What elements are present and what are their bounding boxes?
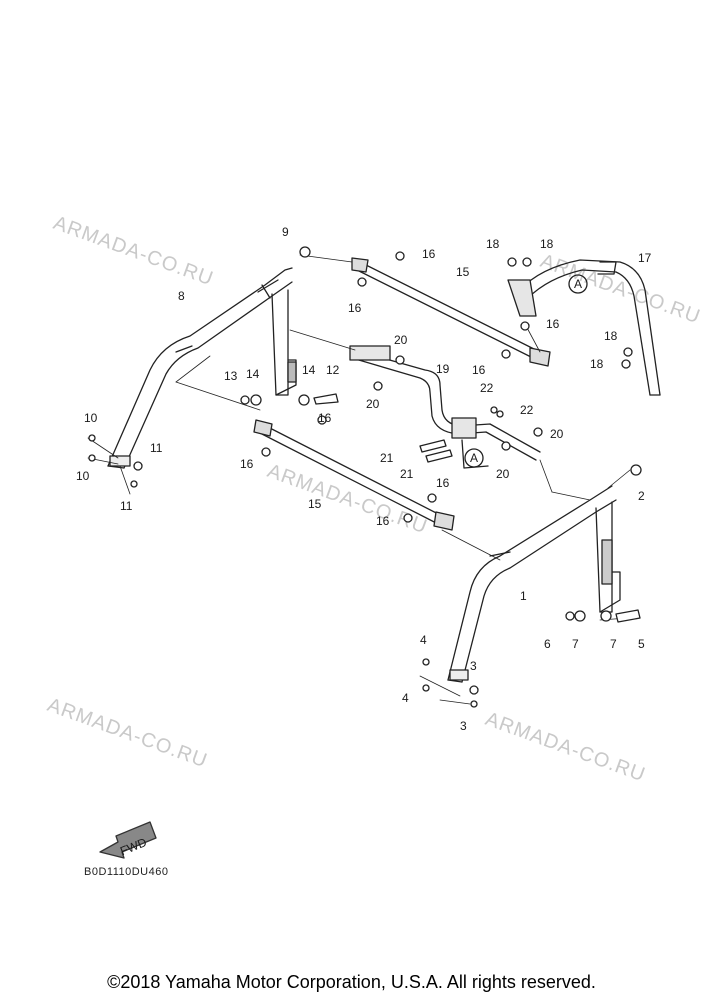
part-label: 18	[486, 237, 500, 251]
fwd-arrow-icon	[99, 821, 157, 859]
copyright-notice: ©2018 Yamaha Motor Corporation, U.S.A. A…	[107, 972, 596, 992]
part-label: 13	[224, 369, 238, 383]
callout-a: A	[574, 277, 582, 291]
part-label: 4	[402, 691, 409, 705]
callout-a: A	[470, 451, 478, 465]
part-label: 12	[326, 363, 340, 377]
drawing-code: B0D1110DU460	[84, 866, 169, 878]
part-label: 7	[610, 637, 617, 651]
part-label: 17	[638, 251, 652, 265]
part-label: 20	[496, 467, 510, 481]
part-label: 16	[436, 476, 450, 490]
part-label: 9	[282, 225, 289, 239]
upper-rear-cross-tube	[351, 257, 551, 367]
part-label: 14	[246, 367, 260, 381]
part-label: 22	[520, 403, 534, 417]
part-label: 16	[318, 411, 332, 425]
part-label: 3	[470, 659, 477, 673]
part-label: 10	[76, 469, 90, 483]
front-right-frame-part	[447, 485, 621, 683]
part-label: 18	[604, 329, 618, 343]
rear-left-frame-part	[107, 267, 297, 469]
center-support-bar	[349, 345, 541, 461]
part-label: 3	[460, 719, 467, 733]
part-label: 16	[376, 514, 390, 528]
part-label: 21	[380, 451, 394, 465]
part-label: 2	[638, 489, 645, 503]
part-label: 15	[308, 497, 322, 511]
rear-right-frame-part	[507, 259, 661, 396]
part-label: 18	[540, 237, 554, 251]
part-label: 16	[422, 247, 436, 261]
part-label: 5	[638, 637, 645, 651]
part-label: 4	[420, 633, 427, 647]
part-label: 22	[480, 381, 494, 395]
part-label: 19	[436, 362, 450, 376]
part-label: 20	[394, 333, 408, 347]
part-label: 20	[366, 397, 380, 411]
part-label: 11	[150, 441, 163, 455]
part-label: 16	[472, 363, 486, 377]
part-label: 18	[590, 357, 604, 371]
part-label: 21	[400, 467, 414, 481]
part-label: 16	[240, 457, 254, 471]
part-label: 11	[120, 499, 133, 513]
lower-rear-cross-tube	[253, 419, 455, 531]
part-label: 16	[546, 317, 560, 331]
part-label: 6	[544, 637, 551, 651]
part-label: 10	[84, 411, 98, 425]
part-label: 20	[550, 427, 564, 441]
part-label: 8	[178, 289, 185, 303]
part-label: 7	[572, 637, 579, 651]
part-label: 16	[348, 301, 362, 315]
part-label: 15	[456, 265, 470, 279]
part-label: 14	[302, 363, 316, 377]
part-label: 1	[520, 589, 527, 603]
